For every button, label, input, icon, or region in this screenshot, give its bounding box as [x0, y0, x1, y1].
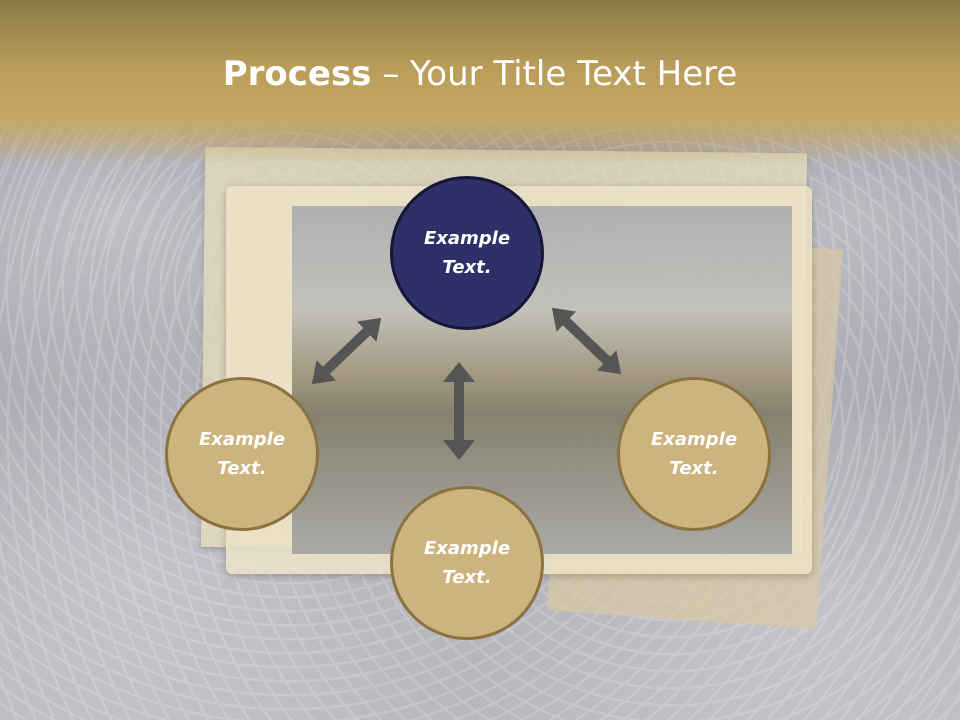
arrow-top-right-icon: [551, 307, 622, 375]
title-banner: [0, 0, 960, 165]
process-node-top[interactable]: Example Text.: [390, 176, 544, 330]
slide-title[interactable]: Process – Your Title Text Here: [0, 52, 960, 96]
process-node-right[interactable]: Example Text.: [617, 377, 771, 531]
node-bottom-text: Example Text.: [423, 538, 511, 588]
node-left-text: Example Text.: [198, 429, 286, 479]
process-node-bottom[interactable]: Example Text.: [390, 486, 544, 640]
title-bold: Process: [222, 54, 372, 94]
node-top-text: Example Text.: [423, 228, 511, 278]
arrow-vertical-icon: [443, 362, 475, 460]
arrow-top-left-icon: [311, 317, 382, 385]
title-rest: – Your Title Text Here: [371, 54, 738, 94]
process-node-left[interactable]: Example Text.: [165, 377, 319, 531]
node-right-text: Example Text.: [650, 429, 738, 479]
